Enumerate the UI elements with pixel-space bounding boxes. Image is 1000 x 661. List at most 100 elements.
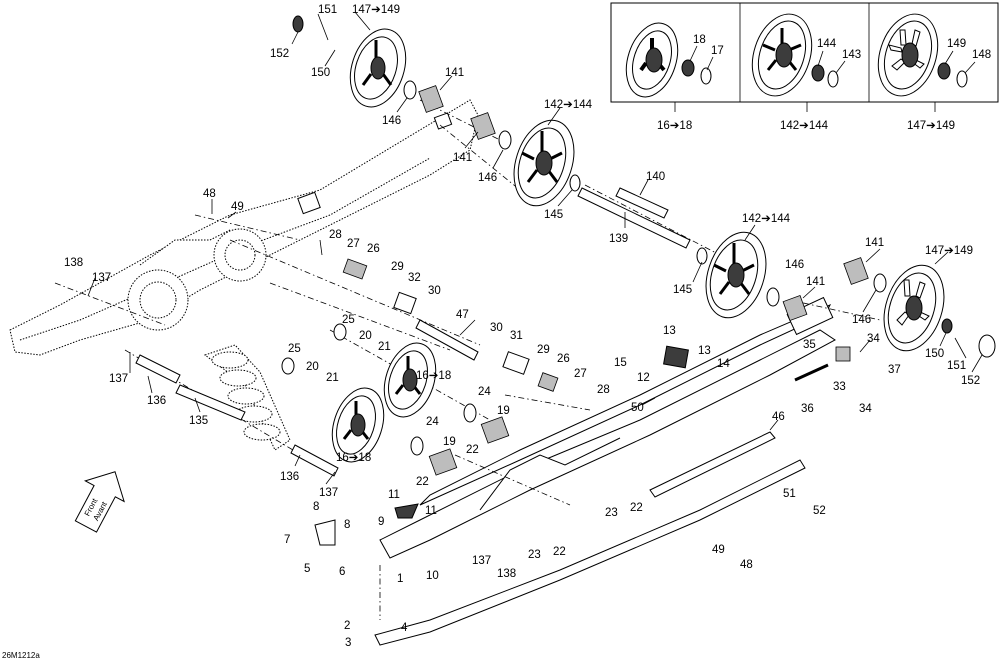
- kit-label-16-18: 16➔18: [657, 120, 692, 132]
- callout-48: 48: [203, 188, 216, 200]
- callout-46: 46: [772, 411, 785, 423]
- callout-141: 141: [453, 152, 472, 164]
- callout-152: 152: [270, 48, 289, 60]
- callout-138: 138: [64, 257, 83, 269]
- suspension-rails: [374, 296, 836, 646]
- callout-17: 17: [711, 45, 724, 57]
- callout-4: 4: [401, 622, 408, 634]
- callout-18: 18: [693, 34, 706, 46]
- callout-150: 150: [925, 348, 944, 360]
- callout-147-149: 147➔149: [352, 4, 400, 16]
- callout-26: 26: [557, 353, 570, 365]
- callout-37: 37: [888, 364, 901, 376]
- callout-25: 25: [288, 343, 301, 355]
- callout-1: 1: [397, 573, 403, 585]
- callout-35: 35: [803, 339, 816, 351]
- callout-30: 30: [428, 285, 441, 297]
- callout-145: 145: [544, 209, 563, 221]
- callout-10: 10: [426, 570, 439, 582]
- callout-23: 23: [605, 507, 618, 519]
- callout-27: 27: [347, 238, 360, 250]
- callout-8: 8: [313, 501, 319, 513]
- inset-wheel-147-149: 149 148 147➔149: [877, 13, 991, 132]
- callout-139: 139: [609, 233, 628, 245]
- callout-137: 137: [92, 272, 111, 284]
- callout-147-149: 147➔149: [925, 245, 973, 257]
- callout-11: 11: [425, 505, 437, 517]
- inset-wheel-142-144: 144 143 142➔144: [751, 13, 861, 132]
- callout-12: 12: [637, 372, 650, 384]
- callout-22: 22: [416, 476, 429, 488]
- callout-146: 146: [382, 115, 401, 127]
- kit-label-147-149: 147➔149: [907, 120, 955, 132]
- inset-wheel-16-18: 18 17 16➔18: [625, 22, 724, 132]
- callout-19: 19: [497, 405, 510, 417]
- callout-16-18: 16➔18: [416, 370, 451, 382]
- callout-145: 145: [673, 284, 692, 296]
- callout-135: 135: [189, 415, 208, 427]
- callout-2: 2: [344, 620, 350, 632]
- callout-24: 24: [478, 386, 491, 398]
- kit-label-142-144: 142➔144: [780, 120, 829, 132]
- shock-absorber: [203, 344, 291, 451]
- callout-21: 21: [326, 372, 339, 384]
- callout-151: 151: [318, 4, 337, 16]
- rear-suspension-frame: [9, 99, 479, 356]
- callout-24: 24: [426, 416, 439, 428]
- callout-36: 36: [801, 403, 814, 415]
- callout-13: 13: [698, 345, 711, 357]
- callout-143: 143: [842, 49, 861, 61]
- callout-22: 22: [630, 502, 643, 514]
- front-direction-arrow: Front Avant: [74, 471, 125, 533]
- assembly-lines: [54, 99, 881, 620]
- callout-28: 28: [597, 384, 610, 396]
- callout-144: 144: [817, 38, 837, 50]
- callout-23: 23: [528, 549, 541, 561]
- callout-22: 22: [553, 546, 566, 558]
- callout-140: 140: [646, 171, 665, 183]
- callout-14: 14: [717, 358, 730, 370]
- callout-32: 32: [408, 272, 421, 284]
- callout-151: 151: [947, 360, 966, 372]
- idler-wheels: [135, 15, 996, 546]
- callout-11: 11: [388, 489, 400, 501]
- callout-20: 20: [306, 361, 319, 373]
- callout-141: 141: [445, 67, 464, 79]
- callout-31: 31: [510, 330, 523, 342]
- callout-146: 146: [785, 259, 804, 271]
- callout-labels: 151 147➔149 152 150 141 146 141 142➔144 …: [64, 4, 980, 649]
- callout-137: 137: [109, 373, 128, 385]
- callout-leaders: [87, 11, 983, 485]
- wheel-16-lower: [331, 387, 385, 463]
- callout-8: 8: [344, 519, 350, 531]
- callout-141: 141: [865, 237, 884, 249]
- callout-136: 136: [280, 471, 299, 483]
- callout-142-144: 142➔144: [742, 213, 791, 225]
- callout-146: 146: [478, 172, 497, 184]
- wheel-142-lower: [705, 231, 767, 319]
- callout-52: 52: [813, 505, 826, 517]
- callout-27: 27: [574, 368, 587, 380]
- callout-30: 30: [490, 322, 503, 334]
- callout-16-18: 16➔18: [336, 452, 371, 464]
- callout-7: 7: [284, 534, 290, 546]
- callout-149: 149: [947, 38, 966, 50]
- wheel-16-upper: [383, 342, 437, 418]
- callout-50: 50: [631, 402, 644, 414]
- callout-33: 33: [833, 381, 846, 393]
- callout-138: 138: [497, 568, 516, 580]
- callout-137: 137: [472, 555, 491, 567]
- callout-29: 29: [537, 344, 550, 356]
- callout-5: 5: [304, 563, 310, 575]
- callout-47: 47: [456, 309, 469, 321]
- callout-19: 19: [443, 436, 456, 448]
- callout-28: 28: [329, 229, 342, 241]
- callout-137: 137: [319, 487, 338, 499]
- callout-49: 49: [712, 544, 725, 556]
- callout-6: 6: [339, 566, 345, 578]
- callout-25: 25: [342, 314, 355, 326]
- callout-29: 29: [391, 261, 404, 273]
- callout-9: 9: [378, 516, 384, 528]
- callout-152: 152: [961, 375, 980, 387]
